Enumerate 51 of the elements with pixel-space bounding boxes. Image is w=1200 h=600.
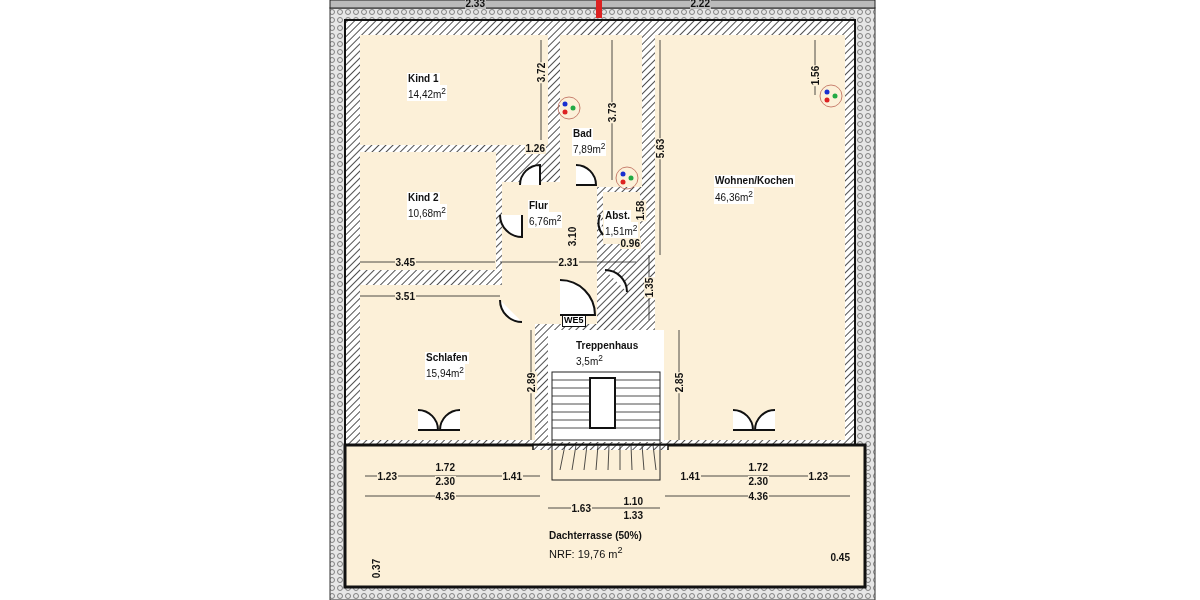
room-name: Wohnen/Kochen <box>714 175 795 187</box>
room-area: 46,36m$^{2}$ <box>714 188 754 205</box>
room <box>360 285 535 440</box>
room-name: Kind 2 <box>407 192 440 204</box>
dimension-label: 4.36 <box>434 490 456 502</box>
dimension-label: 2.30 <box>747 475 769 487</box>
room-name: Kind 1 <box>407 73 440 85</box>
dimension-label: 0.37 <box>370 557 382 579</box>
room <box>655 35 845 440</box>
room <box>360 152 496 270</box>
room-area: 15,94m$^{2}$ <box>425 364 465 381</box>
room-area: 14,42m$^{2}$ <box>407 85 447 102</box>
room-area: 7,89m$^{2}$ <box>572 140 607 157</box>
room <box>560 35 642 187</box>
dimension-label: 1.41 <box>679 470 701 482</box>
dimension-label: 1.33 <box>622 509 644 521</box>
dimension-label: 1.23 <box>376 470 398 482</box>
dimension-label: 3.73 <box>606 101 618 123</box>
dimension-label: 5.63 <box>654 137 666 159</box>
room-area: 3,5m$^{2}$ <box>575 352 604 369</box>
room-area: 10,68m$^{2}$ <box>407 204 447 221</box>
dimension-label: 1.72 <box>434 461 456 473</box>
dimension-label: 1.26 <box>524 142 546 154</box>
dimension-label: 2.33 <box>464 0 486 9</box>
dimension-label: 4.36 <box>747 490 769 502</box>
dimension-label: 1.41 <box>501 470 523 482</box>
room-name: Bad <box>572 128 593 140</box>
dimension-label: 1.63 <box>570 502 592 514</box>
room <box>360 35 548 145</box>
dimension-label: 2.89 <box>525 371 537 393</box>
dimension-label: 0.96 <box>619 237 641 249</box>
room-name: Treppenhaus <box>575 340 640 352</box>
dimension-label: 0.45 <box>829 551 851 563</box>
dimension-label: 1.10 <box>622 495 644 507</box>
room-name: Dachterrasse (50%) <box>548 530 643 542</box>
dimension-label: 3.51 <box>394 290 416 302</box>
dimension-label: 1.23 <box>807 470 829 482</box>
dimension-label: 3.10 <box>566 225 578 247</box>
room-name: Flur <box>528 200 549 212</box>
dimension-label: 3.72 <box>535 61 547 83</box>
room-area: NRF: 19,76 m$^{2}$ <box>548 544 624 560</box>
room-name: Schlafen <box>425 352 469 364</box>
dimension-label: 2.22 <box>689 0 711 9</box>
dimension-label: 1.56 <box>809 64 821 86</box>
dimension-label: 1.72 <box>747 461 769 473</box>
dimension-label: 2.31 <box>557 256 579 268</box>
dimension-label: 2.85 <box>673 371 685 393</box>
room-area: 6,76m$^{2}$ <box>528 212 563 229</box>
dimension-label: 2.30 <box>434 475 456 487</box>
dimension-label: 1.58 <box>634 199 646 221</box>
dimension-label: 3.45 <box>394 256 416 268</box>
